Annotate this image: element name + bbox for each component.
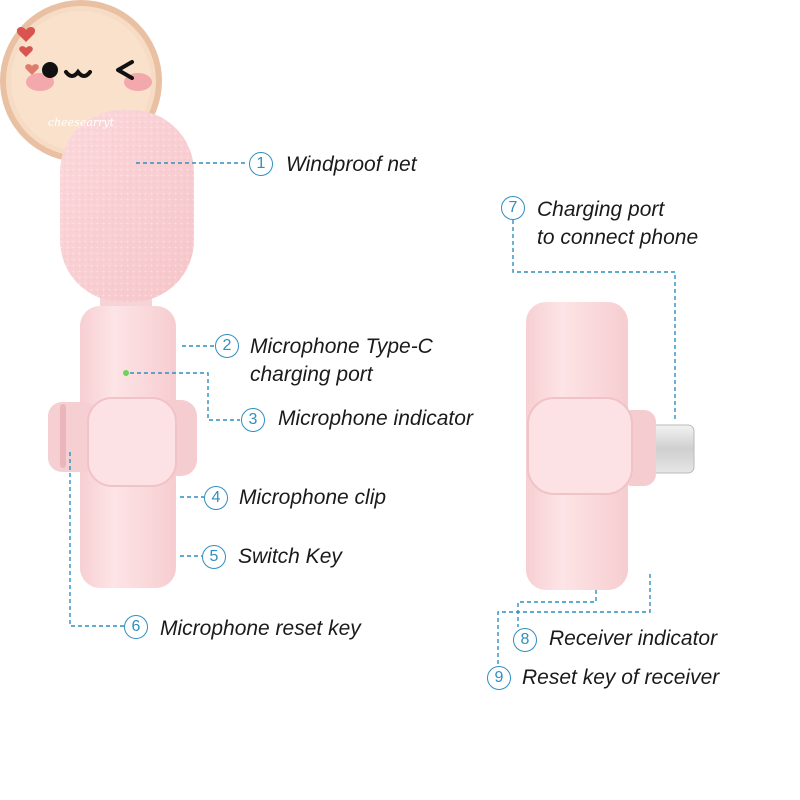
callout-label: Microphone clip	[239, 486, 387, 509]
switch-key	[87, 397, 177, 487]
receiver-button	[527, 397, 633, 495]
callout-number: 8	[513, 628, 537, 652]
callout-label: Reset key of receiver	[522, 666, 720, 689]
callout-number: 2	[215, 334, 239, 358]
callout-number: 6	[124, 615, 148, 639]
microphone-indicator-led	[123, 370, 129, 376]
callout-label: Receiver indicator	[549, 627, 718, 650]
callout-number: 7	[501, 196, 525, 220]
leader-line-7	[512, 220, 676, 422]
leader-line-9	[497, 574, 651, 664]
receiver-illustration	[526, 302, 695, 590]
brand-text: cheesearryt	[47, 116, 115, 129]
callout-label-line2: to connect phone	[537, 226, 699, 249]
callout-label: Charging port	[537, 198, 665, 221]
callout-label: Switch Key	[238, 545, 342, 568]
leader-lines	[69, 162, 676, 664]
callout-number: 1	[249, 152, 273, 176]
leader-line-3	[130, 372, 240, 421]
wink-icon	[116, 60, 134, 80]
heart-icon	[25, 64, 39, 75]
leader-line-8	[517, 590, 597, 627]
heart-icon	[19, 46, 33, 57]
callout-label-line2: charging port	[250, 363, 373, 386]
callout-number: 5	[202, 545, 226, 569]
callout-label: Windproof net	[286, 153, 417, 176]
callout-label: Microphone reset key	[160, 617, 361, 640]
heart-icon	[16, 27, 36, 42]
callout-label: Microphone indicator	[278, 407, 473, 430]
callout-number: 3	[241, 408, 265, 432]
eye-icon	[42, 62, 58, 78]
callout-label: Microphone Type-C	[250, 335, 433, 358]
callout-number: 4	[204, 486, 228, 510]
leader-line-6	[69, 452, 124, 627]
microphone-illustration	[48, 110, 197, 588]
callout-number: 9	[487, 666, 511, 690]
